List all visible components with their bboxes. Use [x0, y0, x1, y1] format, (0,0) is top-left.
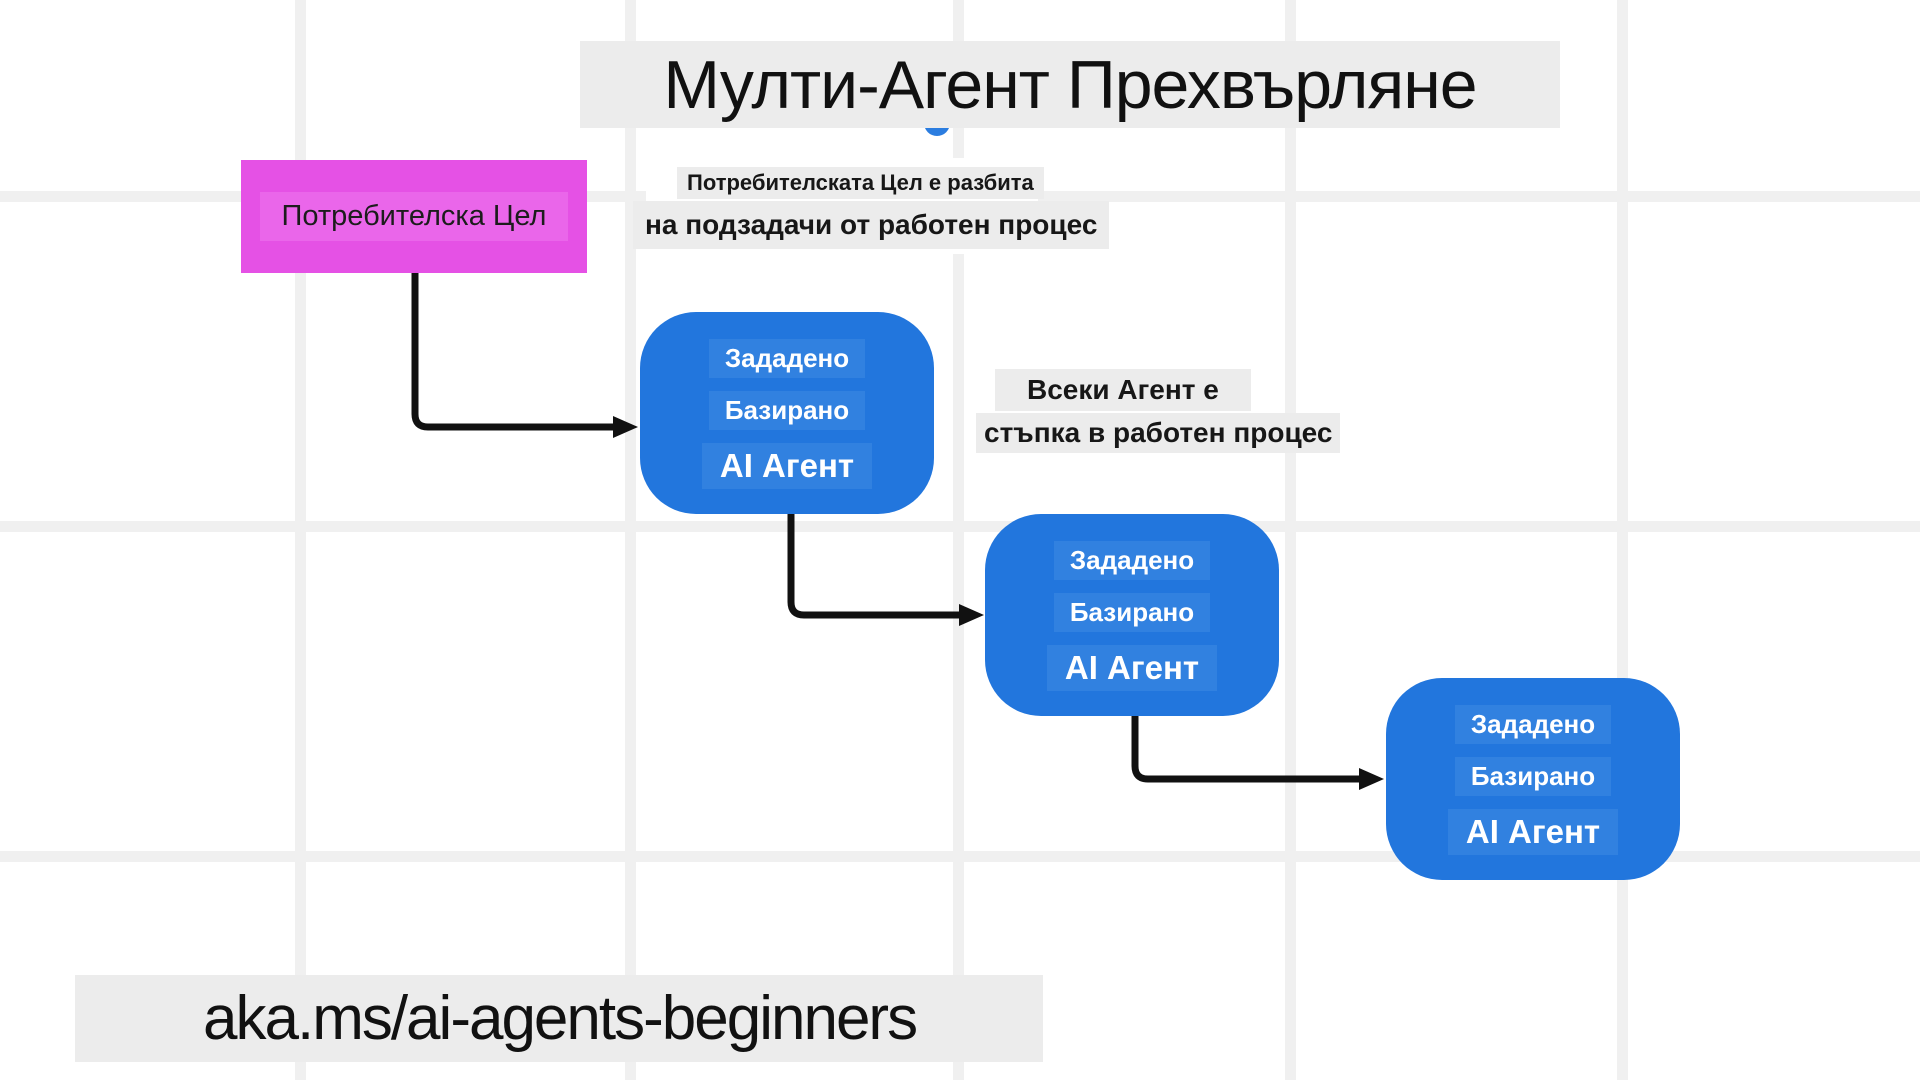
grid-line-horizontal	[0, 851, 1920, 862]
arrow-goal-to-agent1	[411, 273, 638, 438]
agent3-label-based: Базирано	[1454, 757, 1612, 796]
user-goal-node[interactable]: Потребителска Цел	[241, 160, 587, 273]
agent1-label-ai-agent: AI Агент	[701, 443, 873, 489]
agent2-label-based: Базирано	[1053, 593, 1211, 632]
caption-agent-step-line1: Всеки Агент е	[995, 369, 1251, 411]
grid-line-horizontal	[0, 521, 1920, 532]
grid-line-vertical	[1617, 0, 1628, 1080]
footer-banner: aka.ms/ai-agents-beginners	[75, 975, 1043, 1062]
caption-goal-breakdown-line1: Потребителската Цел е разбита	[677, 167, 1044, 199]
grid-line-vertical	[1285, 0, 1296, 1080]
title-banner: Мулти-Агент Прехвърляне	[580, 41, 1560, 128]
grid-line-vertical	[625, 0, 636, 1080]
agent3-label-ai-agent: AI Агент	[1447, 809, 1619, 855]
arrow-agent2-to-agent3	[1131, 716, 1384, 790]
grid-line-vertical	[295, 0, 306, 1080]
page-title: Мулти-Агент Прехвърляне	[663, 46, 1477, 123]
agent-node-2[interactable]: Зададено Базирано AI Агент	[985, 514, 1279, 716]
agent1-label-based: Базирано	[708, 391, 866, 430]
agent-node-1[interactable]: Зададено Базирано AI Агент	[640, 312, 934, 514]
user-goal-label: Потребителска Цел	[259, 192, 569, 241]
agent3-label-assigned: Зададено	[1454, 705, 1612, 744]
caption-agent-step-line2: стъпка в работен процес	[976, 413, 1341, 453]
agent1-label-assigned: Зададено	[708, 339, 866, 378]
agent2-label-ai-agent: AI Агент	[1046, 645, 1218, 691]
agent2-label-assigned: Зададено	[1053, 541, 1211, 580]
agent-node-3[interactable]: Зададено Базирано AI Агент	[1386, 678, 1680, 880]
footer-link-text[interactable]: aka.ms/ai-agents-beginners	[203, 984, 918, 1053]
caption-goal-breakdown-line2: на подзадачи от работен процес	[633, 201, 1110, 249]
